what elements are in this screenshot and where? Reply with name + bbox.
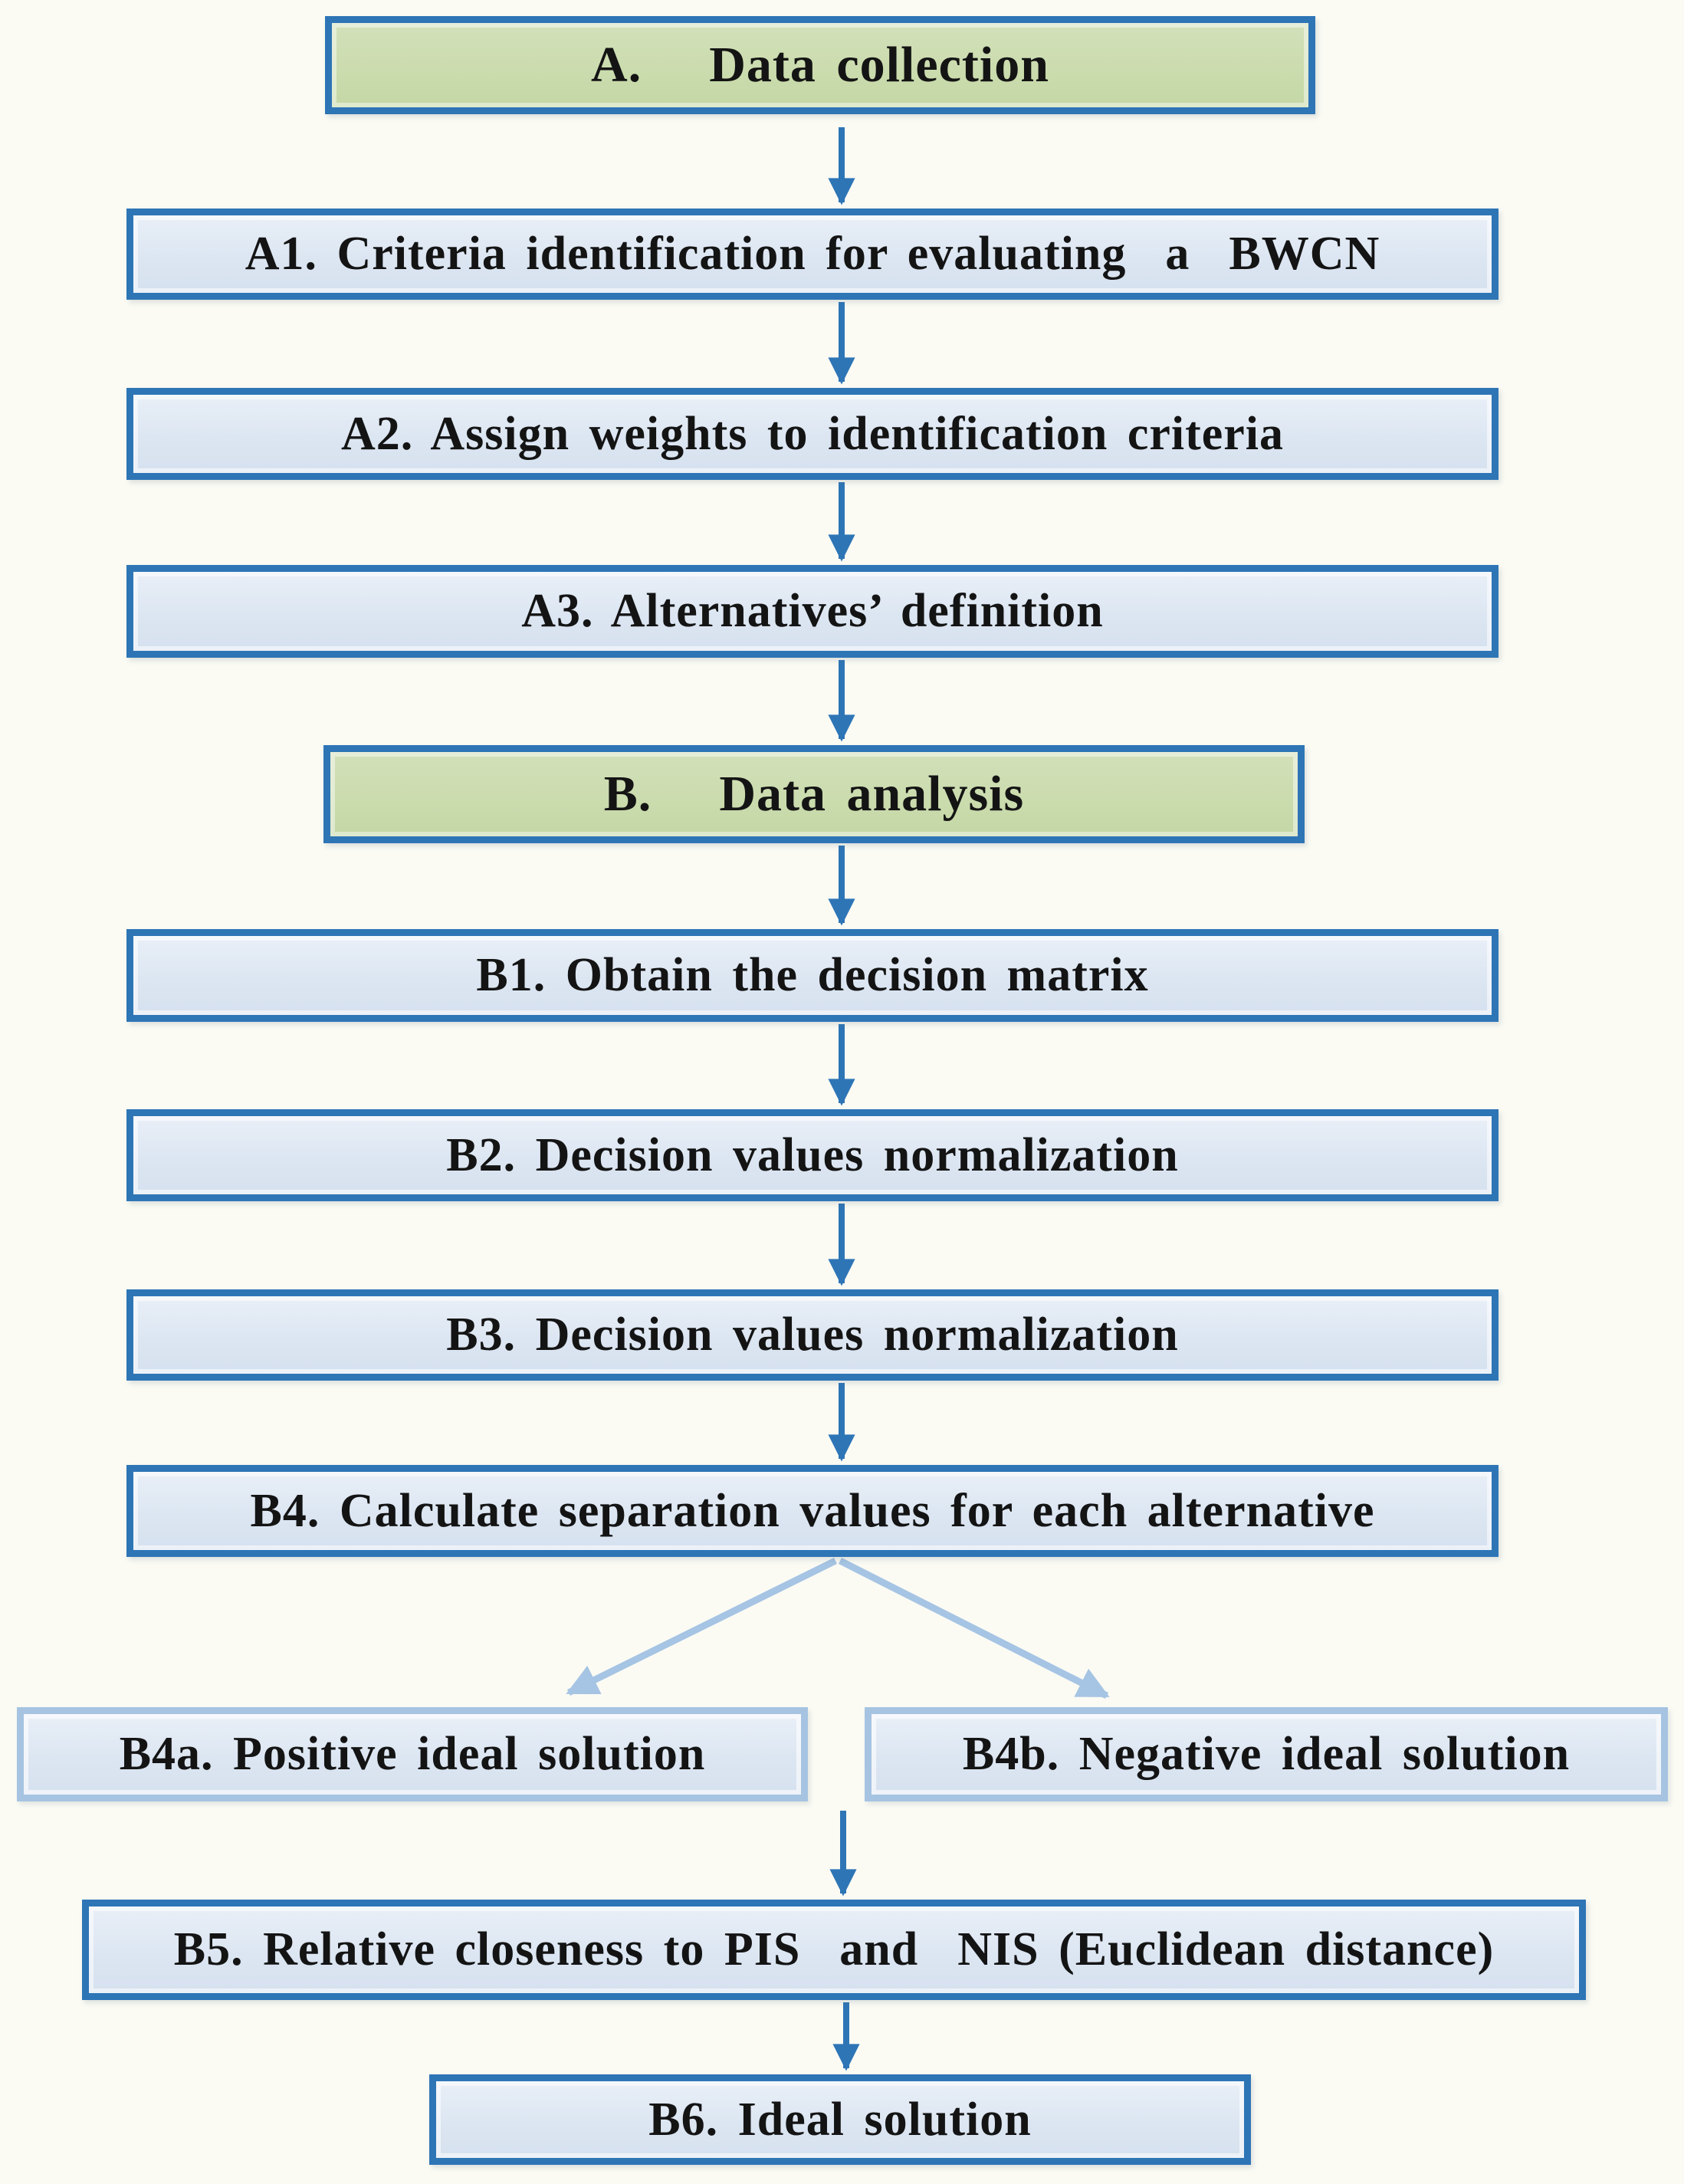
node-step-b4: B4. Calculate separation values for each… — [126, 1465, 1499, 1557]
stage-a-prefix: A. — [591, 36, 642, 93]
node-step-b1: B1. Obtain the decision matrix — [126, 929, 1499, 1022]
step-a3-label: A3. Alternatives’ definition — [521, 585, 1104, 638]
step-b4-label: B4. Calculate separation values for each… — [250, 1484, 1375, 1537]
node-step-b4a-positive-ideal: B4a. Positive ideal solution — [17, 1707, 808, 1801]
node-step-b2: B2. Decision values normalization — [126, 1109, 1499, 1201]
step-b5-label: B5. Relative closeness to PIS and NIS (E… — [173, 1923, 1495, 1976]
node-step-a1: A1. Criteria identification for evaluati… — [126, 209, 1499, 300]
step-b4a-label: B4a. Positive ideal solution — [119, 1728, 706, 1781]
step-a2-label: A2. Assign weights to identification cri… — [340, 407, 1284, 460]
node-stage-a-data-collection: A. Data collection — [325, 16, 1315, 114]
step-a1-label: A1. Criteria identification for evaluati… — [245, 228, 1380, 281]
step-b2-label: B2. Decision values normalization — [446, 1128, 1179, 1181]
step-b3-label: B3. Decision values normalization — [446, 1309, 1179, 1361]
node-step-b5: B5. Relative closeness to PIS and NIS (E… — [82, 1900, 1586, 2000]
step-b1-label: B1. Obtain the decision matrix — [476, 949, 1149, 1002]
node-step-a3: A3. Alternatives’ definition — [126, 565, 1499, 658]
node-step-b3: B3. Decision values normalization — [126, 1289, 1499, 1381]
node-step-b4b-negative-ideal: B4b. Negative ideal solution — [865, 1707, 1668, 1801]
stage-a-title: Data collection — [709, 36, 1049, 93]
node-step-a2: A2. Assign weights to identification cri… — [126, 388, 1499, 480]
stage-b-prefix: B. — [603, 765, 652, 822]
node-step-b6-ideal-solution: B6. Ideal solution — [429, 2074, 1251, 2165]
stage-b-title: Data analysis — [719, 765, 1025, 822]
arrow-b4-to-b4a — [566, 1557, 837, 1696]
arrow-b4-to-b4b — [838, 1557, 1110, 1700]
node-stage-b-data-analysis: B. Data analysis — [323, 745, 1305, 843]
step-b4b-label: B4b. Negative ideal solution — [962, 1728, 1571, 1781]
step-b6-label: B6. Ideal solution — [648, 2093, 1032, 2146]
